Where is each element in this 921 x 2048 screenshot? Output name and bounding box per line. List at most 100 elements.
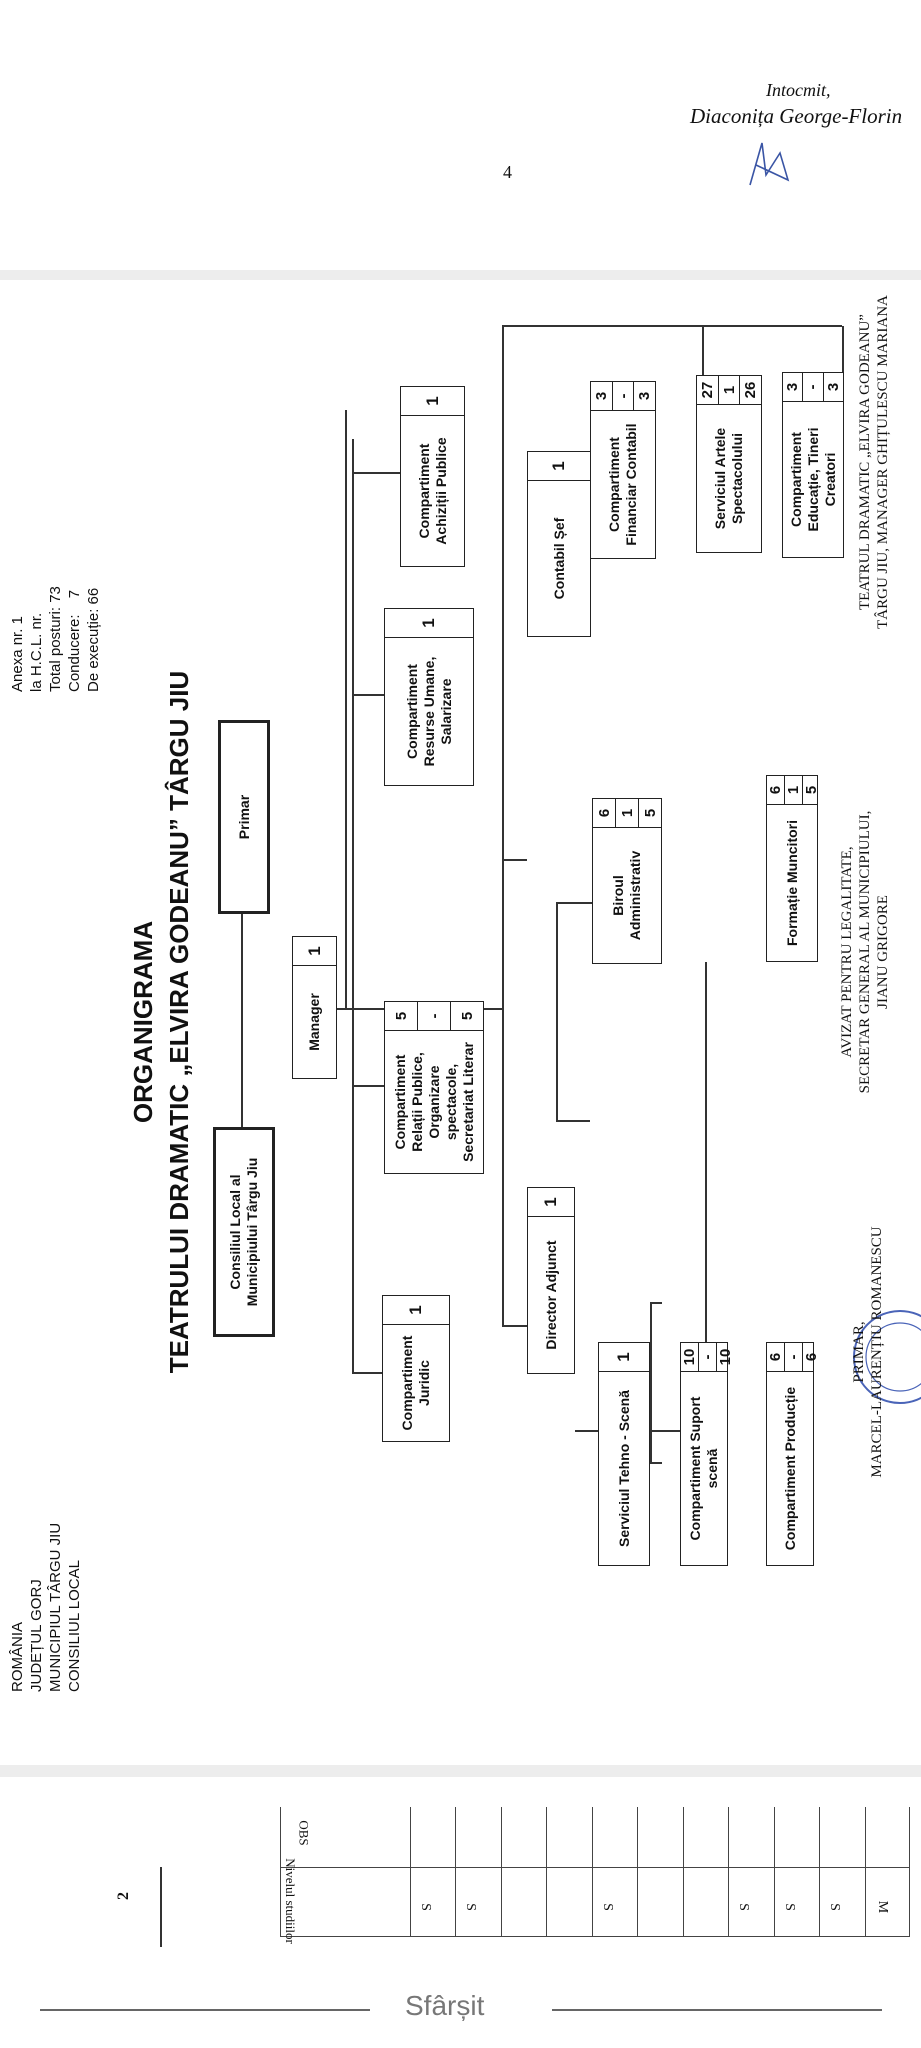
- table-cell: [546, 1807, 591, 1937]
- tehno-count: 1: [614, 1352, 633, 1362]
- top-page: Intocmit, Diaconița George-Florin 4: [0, 0, 921, 270]
- exec-label: De execuție:: [85, 608, 102, 692]
- table-cell: [682, 1807, 728, 1937]
- resurse-label: Compartiment Resurse Umane, Salarizare: [403, 656, 454, 767]
- connector: [842, 326, 844, 372]
- primar-label: Primar: [235, 794, 252, 840]
- page-number: 4: [503, 162, 512, 182]
- nivel-value: S: [417, 1903, 433, 1911]
- connector: [502, 859, 527, 861]
- connector: [502, 325, 702, 327]
- productie-lead: -: [785, 1343, 803, 1371]
- connector: [352, 694, 384, 696]
- relatii-total: 5: [385, 1002, 418, 1030]
- nivel-value: S: [463, 1903, 479, 1911]
- table-cell: S: [819, 1807, 864, 1937]
- footer-rule-left: [40, 2009, 370, 2011]
- resurse-count: 1: [419, 618, 438, 628]
- resurse-box: Compartiment Resurse Umane, Salarizare 1: [384, 608, 474, 786]
- birou-exec: 5: [641, 808, 659, 818]
- nivel-value: S: [781, 1903, 797, 1911]
- artele-label: Serviciul Artele Spectacolului: [712, 427, 745, 530]
- organigram-page: ROMÂNIA JUDEȚUL GORJ MUNICIPIUL TÂRGU JI…: [0, 280, 921, 1765]
- chart-subtitle: TEATRULUI DRAMATIC „ELVIRA GODEANU” TÂRG…: [164, 670, 194, 1374]
- prepared-name: Diaconița George-Florin: [690, 104, 903, 128]
- prepared-label: Intocmit,: [766, 80, 831, 100]
- connector: [345, 410, 347, 1010]
- muncitori-total: 6: [767, 776, 785, 804]
- artele-lead: 1: [718, 376, 741, 404]
- connector: [352, 472, 400, 474]
- header-line-municipiu: MUNICIPIUL TÂRGU JIU: [47, 1522, 64, 1692]
- financiar-label: Compartiment Financiar Contabil: [606, 423, 639, 546]
- connector: [352, 1372, 382, 1374]
- connector: [650, 1302, 662, 1304]
- productie-label: Compartiment Producție: [781, 1386, 798, 1551]
- table-cell: M: [864, 1807, 910, 1937]
- page-gap: [0, 1765, 921, 1777]
- contabil-label: Contabil Șef: [550, 517, 567, 600]
- relatii-box: Compartiment Relații Publice, Organizare…: [384, 1001, 484, 1174]
- footer-rule-right: [552, 2009, 882, 2011]
- juridic-box: Compartiment Juridic 1: [382, 1295, 450, 1442]
- artele-box: Serviciul Artele Spectacolului 27 1 26: [696, 375, 762, 553]
- hcl-label: la H.C.L. nr.: [28, 612, 45, 692]
- muncitori-label: Formație Muncitori: [783, 820, 800, 947]
- bottom-page-number: 2: [115, 1892, 132, 1900]
- financiar-exec: 3: [636, 391, 654, 401]
- achizitii-label: Compartiment Achiziții Publice: [415, 437, 449, 545]
- table-cell: S: [773, 1807, 819, 1937]
- artele-total: 27: [697, 376, 719, 404]
- connector: [502, 327, 504, 1327]
- lead-label: Conducere:: [66, 614, 83, 692]
- suport-total: 10: [681, 1343, 699, 1371]
- educatie-box: Compartiment Educație, Tineri Creatori 3…: [782, 372, 844, 558]
- nivel-value: S: [736, 1903, 752, 1911]
- consiliu-local-box: Consiliul Local al Municipiului Târgu Ji…: [213, 1127, 275, 1337]
- sign-mid: AVIZAT PENTRU LEGALITATE, SECRETAR GENER…: [838, 782, 892, 1122]
- director-label: Director Adjunct: [542, 1240, 559, 1350]
- manager-box: Manager 1: [292, 936, 337, 1079]
- birou-box: Biroul Administrativ 6 1 5: [592, 798, 662, 964]
- annex-label: Anexa nr. 1: [9, 616, 26, 692]
- table-cell: S: [455, 1807, 500, 1937]
- header-line-consiliu: CONSILIUL LOCAL: [66, 1560, 83, 1692]
- table-fragment: OBS Nivelul studiilor: [280, 1807, 910, 1944]
- financiar-box: Compartiment Financiar Contabil 3 - 3: [590, 381, 656, 559]
- sign-left-name: MARCEL-LAURENȚIU ROMANESCU: [869, 1226, 885, 1478]
- contabil-box: Contabil Șef 1: [527, 451, 591, 637]
- contabil-count: 1: [549, 461, 568, 471]
- table-cell: S: [410, 1807, 455, 1937]
- col-nivel-header: Nivelul studiilor: [282, 1858, 298, 1944]
- sign-mid-name: JIANU GRIGORE: [875, 895, 891, 1009]
- educatie-lead: -: [803, 373, 824, 401]
- chart-title: ORGANIGRAMA: [128, 920, 158, 1124]
- suport-label: Compartiment Suport scenă: [687, 1396, 720, 1541]
- sign-mid-title: AVIZAT PENTRU LEGALITATE,: [839, 846, 855, 1058]
- connector: [650, 1304, 652, 1464]
- sign-right-org: TEATRUL DRAMATIC „ELVIRA GODEANU”: [857, 314, 873, 610]
- achizitii-box: Compartiment Achiziții Publice 1: [400, 386, 465, 567]
- table-cell: S: [591, 1807, 637, 1937]
- nivel-value: M: [874, 1900, 890, 1914]
- birou-total: 6: [593, 799, 616, 827]
- suport-exec: 10: [717, 1348, 734, 1366]
- manager-label: Manager: [306, 993, 322, 1051]
- connector: [650, 1462, 662, 1464]
- header-line-romania: ROMÂNIA: [9, 1621, 26, 1692]
- productie-exec: 6: [803, 1352, 820, 1362]
- muncitori-exec: 5: [803, 785, 820, 795]
- educatie-exec: 3: [824, 382, 842, 392]
- official-stamp: [853, 1310, 921, 1404]
- page-rule: [160, 1867, 162, 1947]
- connector: [502, 1325, 527, 1327]
- relatii-label: Compartiment Relații Publice, Organizare…: [391, 1042, 476, 1162]
- suport-lead: -: [699, 1343, 717, 1371]
- suport-box: Compartiment Suport scenă 10 - 10: [680, 1342, 734, 1566]
- financiar-total: 3: [591, 382, 613, 410]
- table-cell: [637, 1807, 682, 1937]
- primar-box: Primar: [218, 720, 270, 914]
- nivel-value: S: [826, 1903, 842, 1911]
- productie-box: Compartiment Producție 6 - 6: [766, 1342, 820, 1566]
